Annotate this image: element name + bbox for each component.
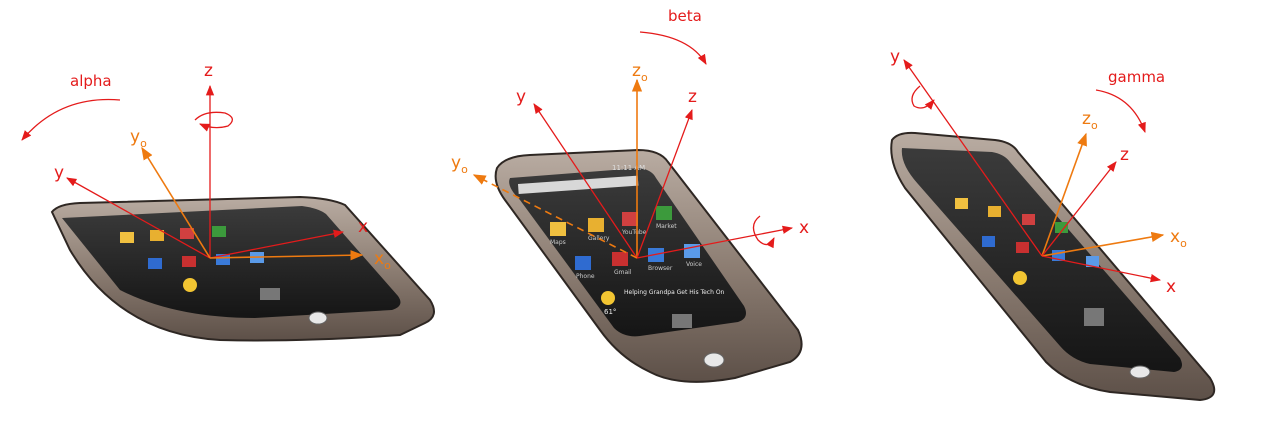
- spin-indicator-icon: [194, 111, 233, 132]
- app-icon-phone: [575, 256, 591, 270]
- app-icon: [216, 254, 230, 265]
- alpha-label: alpha: [70, 72, 112, 90]
- z-axis: [636, 109, 693, 259]
- z0-axis-label: zo: [632, 61, 648, 84]
- app-label-maps: Maps: [550, 239, 566, 246]
- clock-text: 11:11 AM: [612, 164, 645, 172]
- app-icon: [1055, 222, 1068, 233]
- y-axis: [903, 59, 1043, 257]
- panel-alpha: alpha z x y xo yo: [21, 61, 435, 342]
- home-button: [703, 352, 725, 368]
- beta-label: beta: [668, 7, 702, 25]
- panel-beta: 11:11 AM Maps Gallery YouTube Market Pho…: [451, 7, 809, 383]
- x0-axis-label: xo: [1170, 227, 1187, 250]
- x-axis: [636, 225, 794, 259]
- news-headline: Helping Grandpa Get His Tech On: [624, 289, 725, 296]
- x-axis-label: x: [1166, 277, 1176, 297]
- app-icon: [1052, 250, 1065, 261]
- weather-icon: [601, 291, 615, 305]
- z-axis-label: z: [1120, 145, 1129, 165]
- app-icon-youtube: [622, 212, 638, 226]
- home-button: [1129, 365, 1151, 379]
- weather-temp: 61°: [604, 308, 616, 316]
- y0-axis: [472, 174, 638, 259]
- y0-axis-label: yo: [130, 127, 147, 150]
- app-icon-gmail: [612, 252, 628, 266]
- app-icon: [988, 206, 1001, 217]
- weather-icon: [1013, 271, 1027, 285]
- phone-gamma: [890, 131, 1216, 402]
- gamma-rotation-arrow: [1095, 89, 1146, 133]
- app-icon: [212, 226, 226, 237]
- app-icon: [180, 228, 194, 239]
- app-label-gmail: Gmail: [614, 269, 632, 276]
- panel-gamma: gamma y zo z xo x: [890, 47, 1216, 402]
- app-icon: [120, 232, 134, 243]
- z-axis-label: z: [204, 61, 213, 81]
- spin-indicator-icon: [911, 85, 935, 110]
- app-icon: [150, 230, 164, 241]
- app-icon-browser: [648, 248, 664, 262]
- app-icon: [148, 258, 162, 269]
- app-icon-gallery: [588, 218, 604, 232]
- grid-icon: [260, 288, 280, 300]
- beta-rotation-arrow: [639, 31, 707, 65]
- x0-axis: [209, 250, 364, 261]
- y0-axis: [141, 146, 211, 259]
- app-icon: [1016, 242, 1029, 253]
- app-label-phone: Phone: [576, 273, 595, 280]
- app-icon-maps: [550, 222, 566, 236]
- z-axis-label: z: [688, 87, 697, 107]
- app-icon: [1086, 256, 1099, 267]
- home-button: [308, 311, 328, 325]
- x-axis: [1041, 255, 1162, 283]
- grid-icon: [672, 314, 692, 328]
- z-axis: [1041, 161, 1117, 257]
- grid-icon: [1084, 308, 1104, 326]
- spin-indicator-icon: [752, 215, 775, 249]
- y0-axis-label: yo: [451, 153, 468, 176]
- app-icon: [182, 256, 196, 267]
- app-label-browser: Browser: [648, 265, 673, 272]
- app-label-youtube: YouTube: [621, 229, 647, 236]
- y-axis-label: y: [890, 47, 900, 67]
- x-axis-label: x: [358, 217, 368, 237]
- alpha-rotation-arrow: [21, 98, 121, 141]
- y-axis: [533, 103, 638, 259]
- x-axis-label: x: [799, 218, 809, 238]
- gamma-label: gamma: [1108, 68, 1165, 86]
- weather-icon: [183, 278, 197, 292]
- z0-axis-label: zo: [1082, 109, 1098, 132]
- app-icon: [955, 198, 968, 209]
- app-icon-market: [656, 206, 672, 220]
- y-axis: [66, 177, 211, 259]
- search-bar: [517, 175, 639, 194]
- x-axis: [209, 229, 345, 259]
- app-label-voice: Voice: [686, 261, 702, 268]
- x0-axis: [1041, 231, 1165, 257]
- z0-axis: [1041, 132, 1087, 257]
- y-axis-label: y: [54, 163, 64, 183]
- phone-beta: 11:11 AM Maps Gallery YouTube Market Pho…: [494, 148, 803, 383]
- y-axis-label: y: [516, 87, 526, 107]
- x0-axis-label: xo: [374, 249, 391, 272]
- app-label-market: Market: [656, 223, 677, 230]
- app-icon: [1022, 214, 1035, 225]
- app-icon: [982, 236, 995, 247]
